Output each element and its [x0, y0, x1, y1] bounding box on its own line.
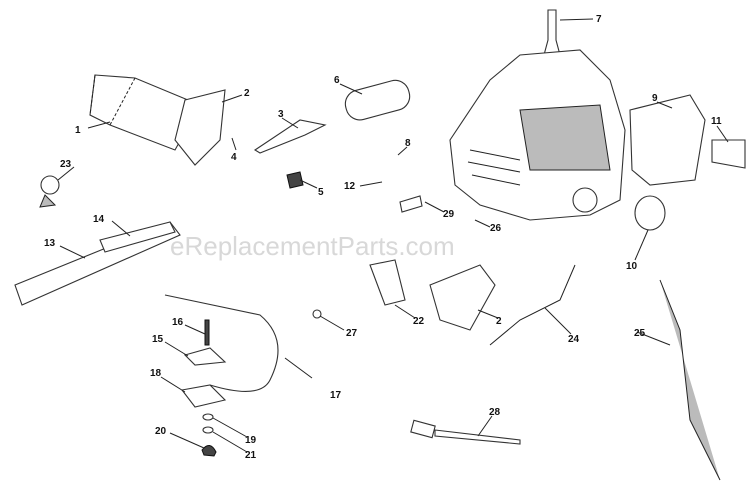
label-4: 4: [231, 152, 237, 163]
part-3-lever: [253, 119, 327, 154]
part-24-cable: [489, 264, 576, 346]
label-12: 12: [344, 181, 356, 192]
label-2: 2: [244, 88, 250, 99]
part-17-handlebar: [164, 294, 279, 392]
label-13: 13: [44, 238, 56, 249]
label-11: 11: [711, 116, 722, 127]
part-20-wing-nut: [201, 445, 217, 457]
part-5-switch: [286, 171, 304, 189]
part-7-spark-plug: [543, 9, 561, 56]
label-25: 25: [634, 328, 646, 339]
label-3: 3: [278, 109, 284, 120]
label-10: 10: [626, 261, 638, 272]
part-11-label: [711, 139, 746, 169]
part-2-throttle-housing: [429, 264, 496, 331]
label-23: 23: [60, 159, 72, 170]
part-14-label: [99, 221, 176, 253]
label-24: 24: [568, 334, 580, 345]
label-15: 15: [152, 334, 164, 345]
part-28-spark-plug-wrench: [410, 419, 521, 445]
label-8: 8: [405, 138, 411, 149]
label-14: 14: [93, 214, 105, 225]
part-23-clamp: [39, 175, 60, 208]
part-1-air-filter-cover: [89, 74, 201, 151]
label-29: 29: [443, 209, 455, 220]
part-10-fuel-cap: [634, 195, 666, 231]
part-15-clamp-upper: [183, 347, 227, 366]
part-2-air-filter-housing: [174, 89, 226, 166]
label-16: 16: [172, 317, 184, 328]
label-19: 19: [245, 435, 257, 446]
part-6-grip: [344, 79, 411, 121]
part-16-bolt: [204, 319, 210, 346]
part-12-spring: [399, 195, 423, 213]
part-19-washer: [202, 413, 214, 421]
label-5: 5: [318, 187, 324, 198]
label-22: 22: [413, 316, 425, 327]
label-20: 20: [155, 426, 167, 437]
part-22-handle: [369, 259, 406, 306]
engine-assembly: [449, 49, 626, 221]
label-6: 6: [334, 75, 340, 86]
part-21-washer: [202, 426, 214, 434]
label-7: 7: [596, 14, 602, 25]
label-21: 21: [245, 450, 257, 461]
part-9-fuel-tank: [629, 94, 706, 186]
part-25-strap: [659, 279, 721, 481]
label-1: 1: [75, 125, 81, 136]
watermark: eReplacementParts.com: [170, 231, 455, 261]
part-27-spring: [312, 309, 322, 319]
label-2-throttle: 2: [496, 316, 502, 327]
label-9: 9: [652, 93, 658, 104]
label-28: 28: [489, 407, 501, 418]
label-27: 27: [346, 328, 358, 339]
part-18-clamp-lower: [181, 384, 227, 408]
label-18: 18: [150, 368, 162, 379]
label-17: 17: [330, 390, 342, 401]
leader-lines: [57, 18, 729, 453]
label-26: 26: [490, 223, 502, 234]
